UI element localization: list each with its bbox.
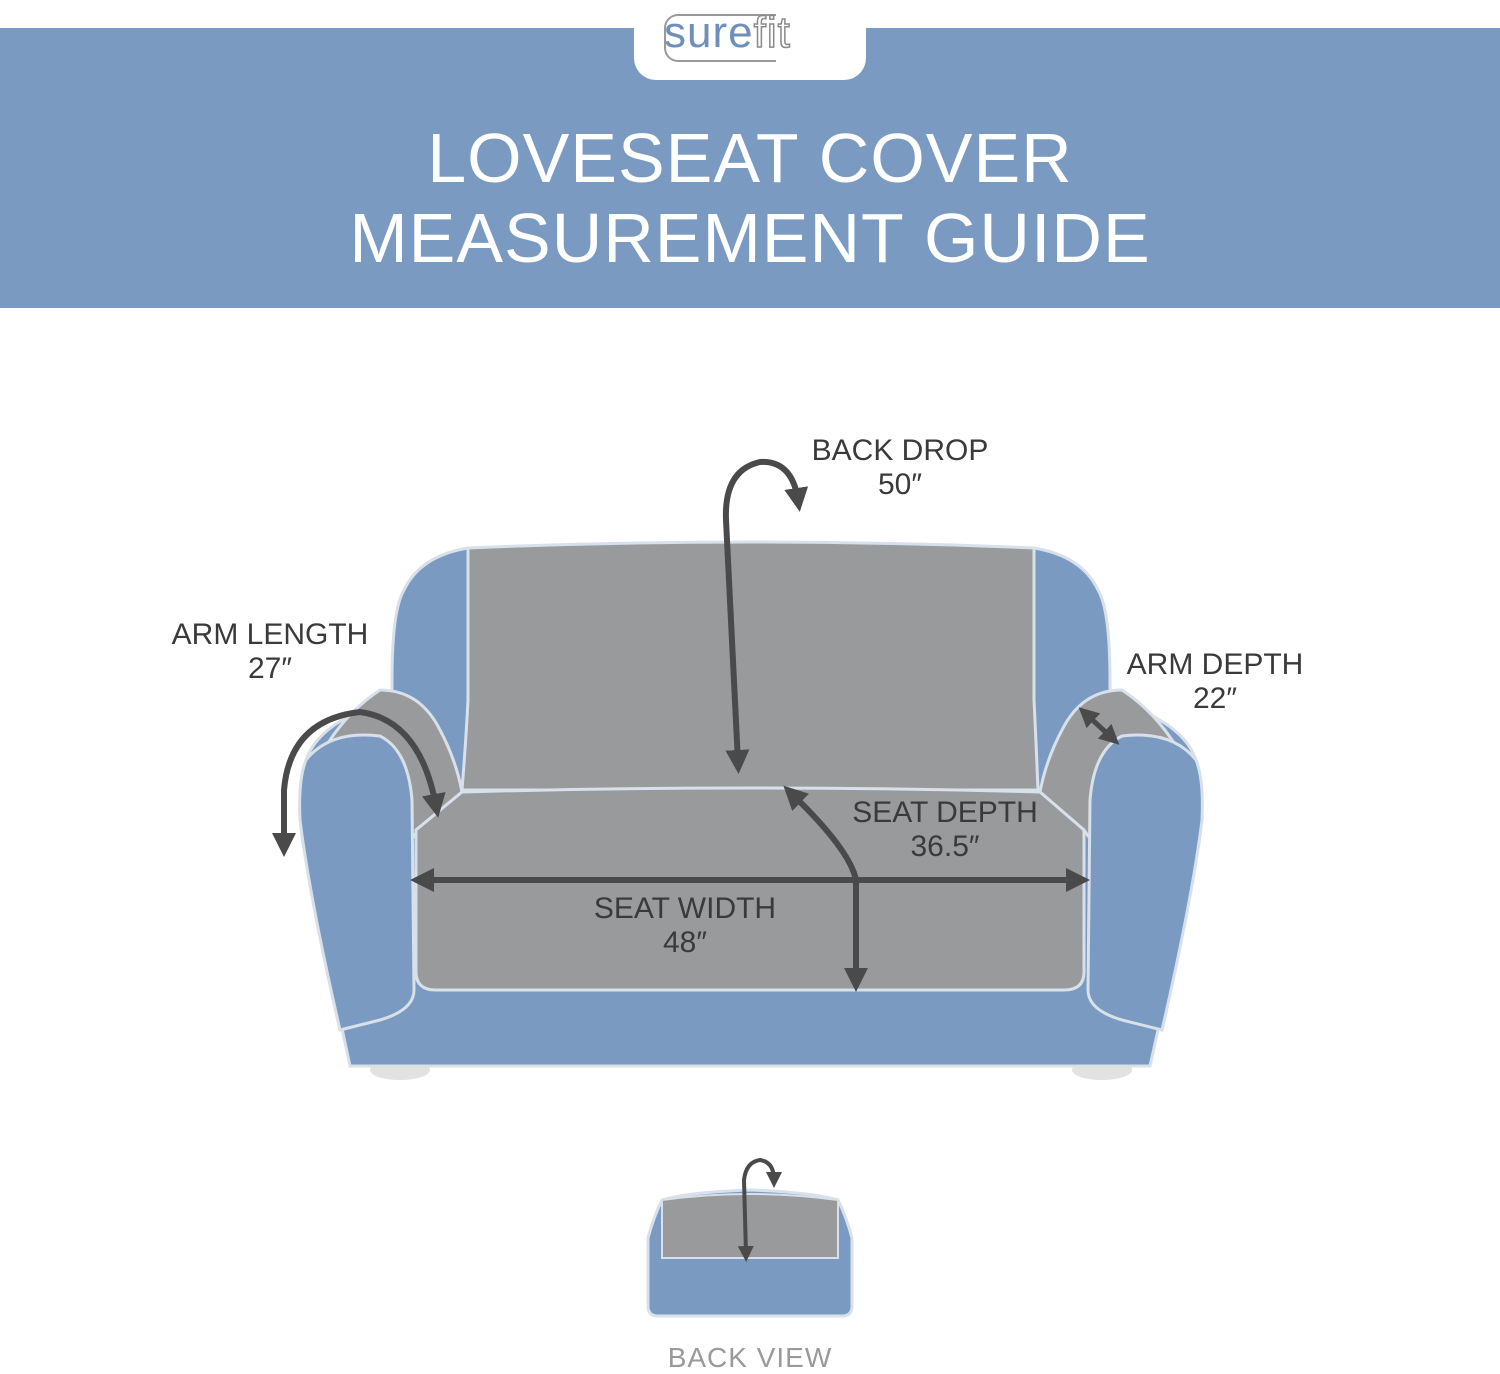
label-seat-width-value: 48″ — [663, 926, 707, 959]
label-arm-length-title: ARM LENGTH — [171, 618, 369, 651]
label-arm-depth-value: 22″ — [1193, 682, 1237, 715]
page-title-line2: MEASUREMENT GUIDE — [349, 199, 1151, 277]
arrow-arm-length — [272, 708, 446, 857]
page-title-line1: LOVESEAT COVER — [427, 119, 1073, 197]
label-arm-length-value: 27″ — [248, 652, 292, 685]
back-view-label: BACK VIEW — [667, 1342, 833, 1373]
sofa-arm-left — [298, 733, 416, 1032]
brand-logo: surefit — [664, 7, 844, 64]
back-view-sofa — [646, 1157, 854, 1318]
arrow-arm-depth — [1078, 707, 1120, 745]
label-arm-depth-title: ARM DEPTH — [1126, 648, 1304, 681]
brand-logo-sure: sure — [664, 8, 754, 57]
label-back-drop-title: BACK DROP — [811, 434, 989, 467]
sofa-arm-right — [1086, 733, 1204, 1032]
label-seat-depth: SEAT DEPTH 36.5″ — [850, 796, 1040, 864]
label-seat-depth-title: SEAT DEPTH — [852, 796, 1038, 829]
arrow-back-view — [737, 1157, 782, 1262]
label-seat-depth-value: 36.5″ — [910, 830, 980, 863]
logo-frame — [664, 14, 776, 62]
label-arm-length: ARM LENGTH 27″ — [160, 618, 380, 686]
label-seat-width-title: SEAT WIDTH — [593, 892, 777, 925]
label-back-drop-value: 50″ — [878, 468, 922, 501]
label-back-drop: BACK DROP 50″ — [800, 434, 1000, 502]
logo-tab — [634, 0, 866, 80]
back-view-cover — [661, 1193, 839, 1259]
label-arm-depth: ARM DEPTH 22″ — [1120, 648, 1310, 716]
arrow-seat-depth — [783, 785, 868, 992]
cover-back-panel — [460, 540, 1040, 792]
brand-logo-fit: fit — [753, 7, 791, 58]
arrow-back-drop — [722, 458, 809, 774]
label-seat-width: SEAT WIDTH 48″ — [585, 892, 785, 960]
